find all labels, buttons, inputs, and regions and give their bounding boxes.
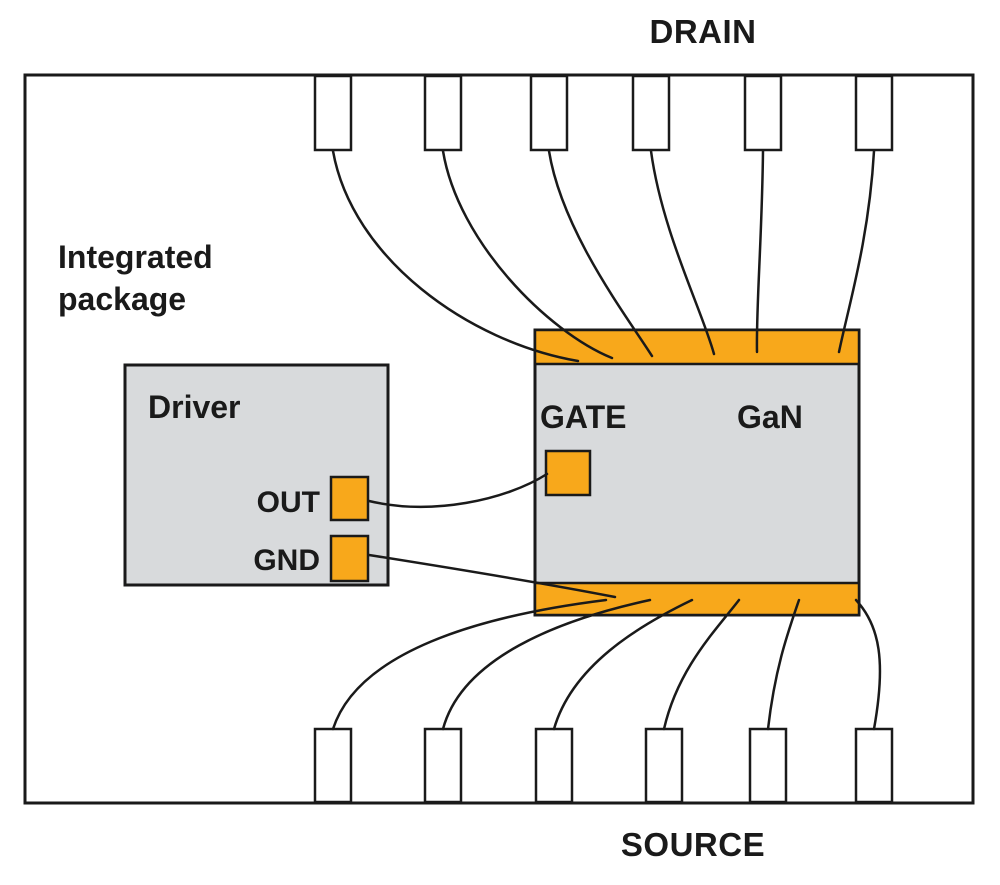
driver-label: Driver — [148, 389, 241, 425]
source-pin-3 — [534, 727, 574, 804]
drain-pin-4 — [631, 74, 671, 152]
source-bond-wire-3 — [552, 598, 694, 731]
gan-label: GaN — [737, 399, 803, 435]
out-to-gate-wire — [367, 472, 549, 509]
drain-metal-strip — [533, 328, 861, 366]
driver-bond-wires — [367, 472, 617, 599]
drain-bond-wire-1 — [331, 149, 580, 363]
source-pins — [313, 727, 894, 804]
source-label: SOURCE — [621, 826, 765, 863]
source-bond-wires — [331, 598, 882, 731]
source-bond-wire-5 — [766, 598, 801, 731]
source-pin-5 — [748, 727, 788, 804]
drain-bond-wire-2 — [441, 149, 614, 360]
source-bond-wire-4 — [662, 598, 741, 731]
source-metal-strip — [533, 581, 861, 617]
driver-chip — [123, 363, 390, 587]
out-pad — [329, 475, 370, 522]
source-bond-wire-2 — [441, 598, 652, 731]
gate-pad — [544, 449, 592, 497]
source-bond-wire-1 — [331, 598, 608, 731]
out-label: OUT — [257, 486, 320, 519]
drain-pins — [313, 74, 894, 152]
source-pin-1 — [313, 727, 353, 804]
gan-chip — [533, 328, 861, 617]
drain-pin-1 — [313, 74, 353, 152]
drain-bond-wire-4 — [649, 149, 716, 356]
drain-bond-wire-3 — [547, 149, 654, 358]
gnd-label: GND — [253, 544, 320, 577]
source-pin-4 — [644, 727, 684, 804]
source-bond-wire-6 — [854, 598, 882, 731]
gnd-pad — [329, 534, 370, 583]
gnd-to-source-wire — [367, 553, 617, 599]
drain-bond-wire-5 — [755, 149, 765, 354]
integrated-package-label-line2: package — [58, 281, 186, 317]
gate-label: GATE — [540, 399, 627, 435]
drain-pin-6 — [854, 74, 894, 152]
source-pin-2 — [423, 727, 463, 804]
drain-pin-5 — [743, 74, 783, 152]
drain-label: DRAIN — [650, 13, 757, 50]
drain-pin-2 — [423, 74, 463, 152]
drain-pin-3 — [529, 74, 569, 152]
drain-bond-wire-6 — [837, 149, 876, 354]
drain-bond-wires — [331, 149, 876, 363]
source-pin-6 — [854, 727, 894, 804]
integrated-package-label-line1: Integrated — [58, 239, 213, 275]
